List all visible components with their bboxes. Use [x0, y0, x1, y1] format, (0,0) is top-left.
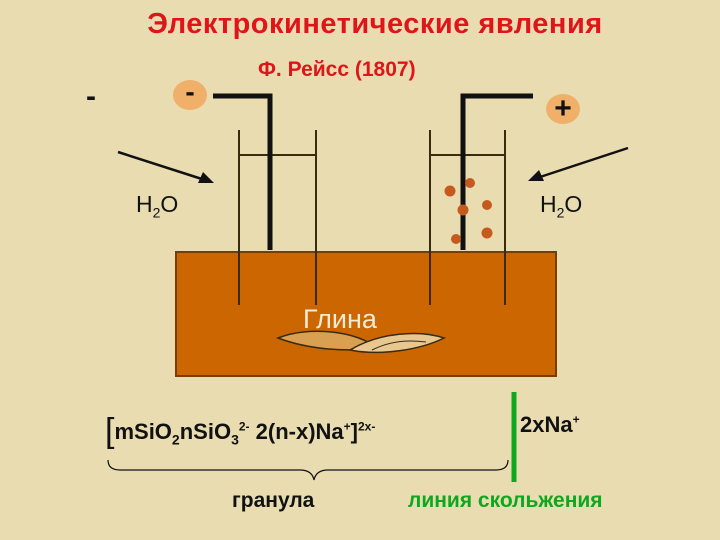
water-label-left: H2O	[136, 191, 179, 221]
left-tube	[238, 130, 317, 305]
clay-particles	[444, 178, 493, 244]
left-minus-sign: -	[86, 80, 96, 113]
granule-label: гранула	[232, 489, 315, 512]
right-tube	[429, 130, 506, 305]
left-arrow	[117, 150, 214, 183]
cathode-electrode	[213, 93, 273, 250]
clay-flake	[275, 330, 446, 354]
anode-badge: +	[546, 94, 580, 124]
clay-label: Глина	[303, 304, 377, 334]
right-arrow	[528, 146, 629, 181]
subtitle: Ф. Рейсс (1807)	[258, 58, 416, 81]
cathode-badge: -	[173, 78, 207, 110]
counter-ion-formula: 2xNa+	[520, 412, 580, 437]
slip-line-label: линия скольжения	[408, 489, 603, 512]
anode-electrode	[460, 93, 533, 250]
water-label-right: H2O	[540, 191, 583, 221]
page-title: Электрокинетические явления	[147, 8, 603, 40]
granule-brace	[107, 459, 509, 481]
granule-formula: [mSiO2nSiO32- 2(n-x)Na+]2x-	[105, 412, 376, 450]
